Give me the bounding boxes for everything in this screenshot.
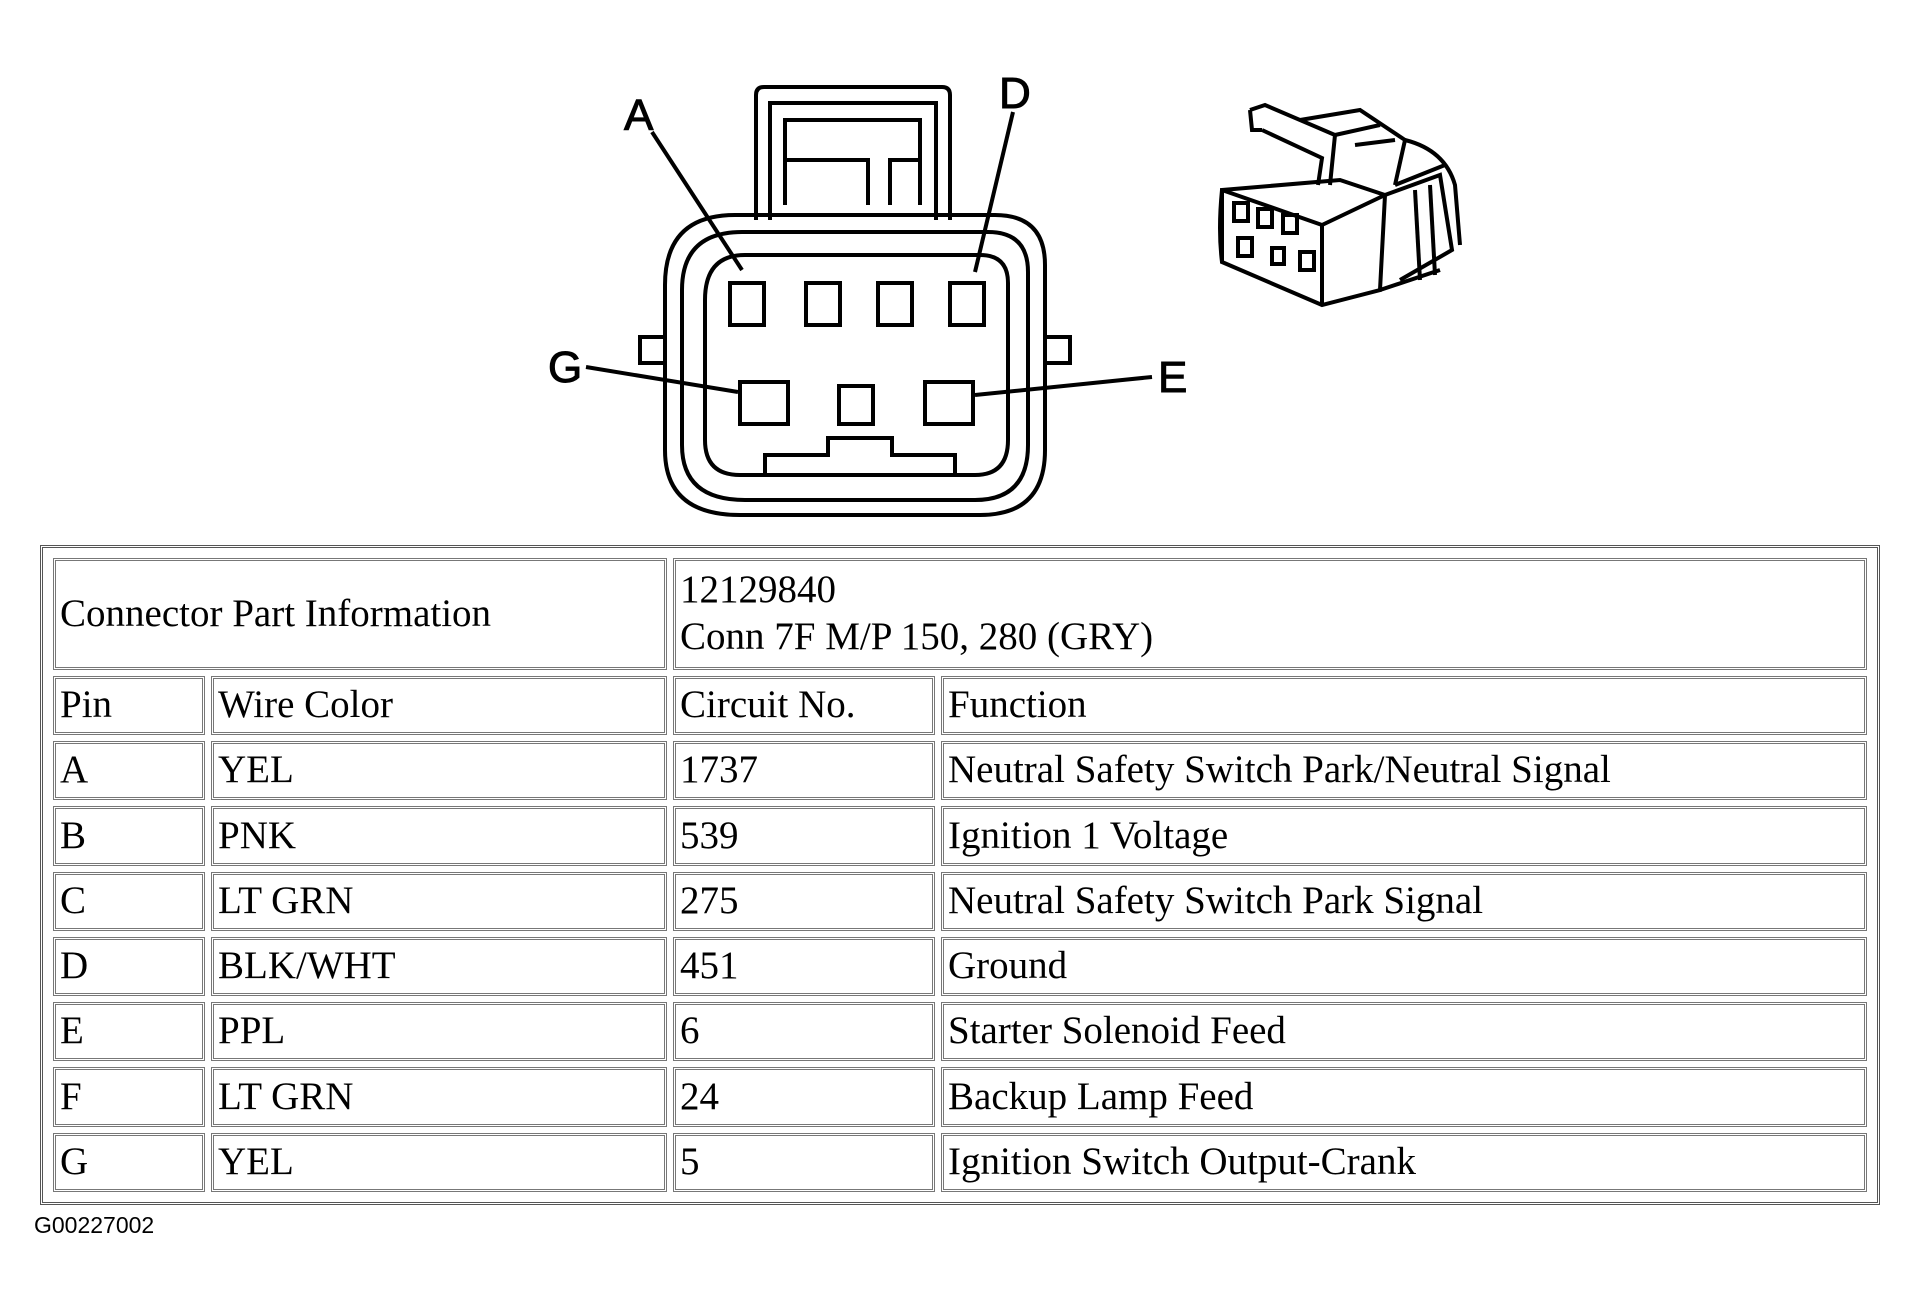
circuit-cell: 275: [673, 871, 935, 931]
table-row: C LT GRN 275 Neutral Safety Switch Park …: [53, 871, 1867, 931]
part-info-label: Connector Part Information: [53, 558, 667, 670]
function-cell: Ignition Switch Output-Crank: [941, 1132, 1867, 1192]
circuit-cell: 451: [673, 936, 935, 997]
connector-pin-table: Connector Part Information 12129840 Conn…: [47, 552, 1873, 1198]
header-function: Function: [941, 675, 1867, 736]
pin-label-g: G: [548, 343, 582, 392]
function-cell: Ground: [941, 936, 1867, 997]
wire-color-cell: PPL: [211, 1002, 667, 1062]
table-row: G YEL 5 Ignition Switch Output-Crank: [53, 1132, 1867, 1192]
connector-isometric-view: [1218, 102, 1462, 308]
circuit-cell: 6: [673, 1002, 935, 1062]
circuit-cell: 539: [673, 806, 935, 866]
pin-cell: D: [53, 936, 205, 997]
pin-cell: A: [53, 741, 205, 801]
pin-cell: B: [53, 806, 205, 866]
function-cell: Backup Lamp Feed: [941, 1067, 1867, 1127]
header-circuit-no: Circuit No.: [673, 675, 935, 736]
part-description: Conn 7F M/P 150, 280 (GRY): [680, 614, 1154, 658]
part-info-value: 12129840 Conn 7F M/P 150, 280 (GRY): [673, 558, 1867, 670]
pin-cell: E: [53, 1002, 205, 1062]
function-cell: Neutral Safety Switch Park Signal: [941, 871, 1867, 931]
function-cell: Starter Solenoid Feed: [941, 1002, 1867, 1062]
part-number: 12129840: [680, 568, 836, 612]
pin-label-a: A: [624, 91, 654, 140]
pin-cell: C: [53, 871, 205, 931]
function-cell: Ignition 1 Voltage: [941, 806, 1867, 866]
header-wire-color: Wire Color: [211, 675, 667, 736]
wire-color-cell: LT GRN: [211, 1067, 667, 1127]
circuit-cell: 5: [673, 1132, 935, 1192]
table-row: A YEL 1737 Neutral Safety Switch Park/Ne…: [53, 741, 1867, 801]
wire-color-cell: YEL: [211, 741, 667, 801]
connector-face-view: A D G E: [548, 69, 1462, 517]
wire-color-cell: LT GRN: [211, 871, 667, 931]
circuit-cell: 1737: [673, 741, 935, 801]
table-row: B PNK 539 Ignition 1 Voltage: [53, 806, 1867, 866]
circuit-cell: 24: [673, 1067, 935, 1127]
pin-label-d: D: [999, 69, 1031, 118]
pin-label-e: E: [1158, 353, 1187, 402]
header-row: Pin Wire Color Circuit No. Function: [53, 675, 1867, 736]
table-row: F LT GRN 24 Backup Lamp Feed: [53, 1067, 1867, 1127]
part-info-row: Connector Part Information 12129840 Conn…: [53, 558, 1867, 670]
wire-color-cell: BLK/WHT: [211, 936, 667, 997]
connector-diagram: A D G E: [0, 0, 1913, 540]
header-pin: Pin: [53, 675, 205, 736]
table-row: E PPL 6 Starter Solenoid Feed: [53, 1002, 1867, 1062]
table-row: D BLK/WHT 451 Ground: [53, 936, 1867, 997]
connector-table-frame: Connector Part Information 12129840 Conn…: [40, 545, 1880, 1205]
wire-color-cell: PNK: [211, 806, 667, 866]
pin-cell: F: [53, 1067, 205, 1127]
figure-id: G00227002: [34, 1212, 155, 1238]
function-cell: Neutral Safety Switch Park/Neutral Signa…: [941, 741, 1867, 801]
pin-cell: G: [53, 1132, 205, 1192]
wire-color-cell: YEL: [211, 1132, 667, 1192]
